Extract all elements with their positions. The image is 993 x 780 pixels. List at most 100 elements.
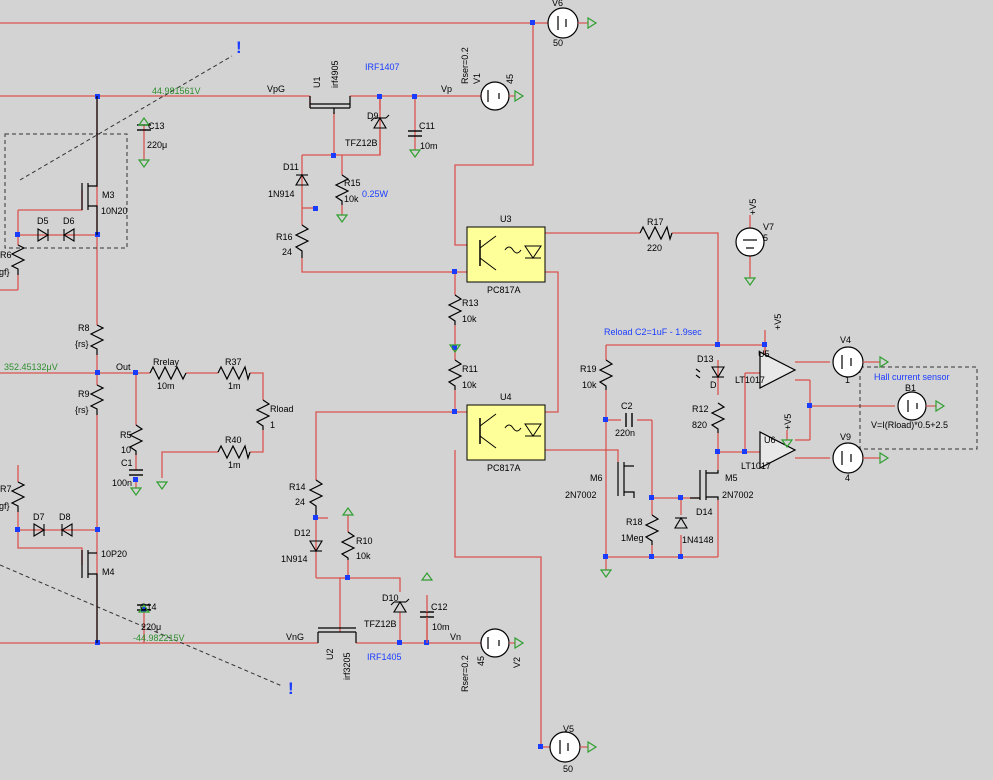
mosfet-m3[interactable] bbox=[81, 96, 98, 235]
label-m5: M5 bbox=[725, 473, 738, 483]
ground-icon bbox=[780, 439, 794, 449]
m3-group-box bbox=[4, 133, 128, 249]
resistor-r16[interactable] bbox=[294, 224, 310, 258]
resistor-r5[interactable] bbox=[128, 424, 144, 455]
label-v4: V4 bbox=[840, 335, 851, 345]
label-r5: R5 bbox=[120, 430, 132, 440]
diode-d7[interactable] bbox=[33, 523, 46, 537]
resistor-rrelay[interactable] bbox=[149, 365, 187, 381]
label-u4: U4 bbox=[500, 392, 512, 402]
resistor-r11[interactable] bbox=[447, 359, 463, 390]
diode-d11[interactable] bbox=[295, 173, 309, 186]
label-r11: R11 bbox=[462, 364, 478, 374]
junction bbox=[412, 94, 417, 99]
label-c1-value: 100n bbox=[112, 478, 132, 488]
resistor-r18[interactable] bbox=[644, 514, 660, 545]
diode-d5[interactable] bbox=[37, 228, 50, 242]
dashed-annotations bbox=[0, 55, 978, 687]
directive-irf1405: IRF1405 bbox=[367, 652, 402, 662]
label-r15: R15 bbox=[344, 178, 361, 188]
spice-directive-marker[interactable]: ! bbox=[288, 679, 294, 698]
resistor-r15[interactable] bbox=[334, 174, 350, 205]
voltage-source-v2[interactable] bbox=[480, 628, 510, 658]
comparator-u5[interactable] bbox=[759, 351, 797, 389]
resistor-r19[interactable] bbox=[598, 359, 614, 390]
junction bbox=[742, 449, 747, 454]
voltage-source-v9[interactable] bbox=[832, 442, 864, 474]
wire bbox=[333, 96, 381, 156]
mosfet-u1[interactable] bbox=[309, 96, 351, 114]
resistor-r8[interactable] bbox=[89, 324, 105, 355]
directive-hall-expr: V=I(Rload)*0.5+2.5 bbox=[871, 420, 948, 430]
label-u3-value: PC817A bbox=[487, 285, 521, 295]
mosfet-u2[interactable] bbox=[317, 627, 357, 643]
resistor-r37[interactable] bbox=[217, 365, 251, 382]
mosfet-m4[interactable] bbox=[81, 550, 98, 643]
directive-r15-power: 0.25W bbox=[362, 189, 389, 199]
net-label-vng: VnG bbox=[286, 632, 304, 642]
mosfet-m6[interactable] bbox=[617, 462, 635, 498]
resistor-r10[interactable] bbox=[340, 531, 356, 560]
resistor-r13[interactable] bbox=[447, 294, 463, 325]
resistor-r40[interactable] bbox=[217, 444, 251, 461]
resistor-r12[interactable] bbox=[710, 402, 726, 433]
resistor-rload[interactable] bbox=[255, 399, 271, 430]
capacitor-c12[interactable] bbox=[420, 595, 434, 643]
junction bbox=[452, 345, 457, 350]
capacitor-c2[interactable] bbox=[625, 413, 633, 427]
optocoupler-u3[interactable] bbox=[466, 226, 546, 283]
wire bbox=[606, 344, 766, 360]
label-r12: R12 bbox=[692, 404, 709, 414]
source-symbols bbox=[487, 16, 936, 754]
comparator-u6[interactable] bbox=[759, 431, 797, 469]
junction bbox=[603, 417, 608, 422]
spice-directive-marker[interactable]: ! bbox=[236, 38, 242, 57]
label-r19-value: 10k bbox=[582, 380, 597, 390]
label-c12-value: 10m bbox=[432, 622, 450, 632]
behavioral-source-b1[interactable] bbox=[897, 391, 927, 421]
optocoupler-u4[interactable] bbox=[466, 404, 546, 461]
label-m3: M3 bbox=[102, 190, 115, 200]
label-m6: M6 bbox=[590, 473, 603, 483]
diode-d6[interactable] bbox=[62, 228, 75, 242]
label-r10: R10 bbox=[356, 536, 373, 546]
diode-d12[interactable] bbox=[309, 540, 323, 553]
label-d14-value: 1N4148 bbox=[682, 535, 714, 545]
resistor-r14[interactable] bbox=[308, 479, 324, 515]
wire bbox=[250, 372, 264, 400]
junction bbox=[452, 409, 457, 414]
voltage-source-v6[interactable] bbox=[547, 7, 579, 39]
diode-d14[interactable] bbox=[674, 516, 688, 529]
label-d5: D5 bbox=[37, 216, 49, 226]
mosfet-m5[interactable] bbox=[690, 470, 719, 500]
label-u4-value: PC817A bbox=[487, 463, 521, 473]
diode-d9[interactable] bbox=[370, 114, 390, 129]
label-r40: R40 bbox=[225, 435, 242, 445]
label-r7: R7 bbox=[0, 484, 12, 494]
resistor-r6[interactable] bbox=[10, 244, 26, 275]
resistor-r17[interactable] bbox=[639, 225, 673, 242]
label-v2-value: 45 bbox=[476, 656, 486, 666]
capacitor-c1[interactable] bbox=[129, 469, 143, 476]
label-d8: D8 bbox=[59, 512, 71, 522]
resistor-r9[interactable] bbox=[89, 384, 105, 415]
label-v7: V7 bbox=[763, 222, 774, 232]
voltage-source-v4[interactable] bbox=[832, 346, 864, 378]
junction bbox=[715, 449, 720, 454]
diode-d8[interactable] bbox=[60, 523, 73, 537]
label-u1: U1 bbox=[312, 76, 322, 88]
voltage-source-v1[interactable] bbox=[480, 81, 510, 111]
label-rload-value: 1 bbox=[270, 420, 275, 430]
capacitor-c11[interactable] bbox=[408, 130, 422, 137]
label-m4: M4 bbox=[102, 567, 115, 577]
voltage-source-v5[interactable] bbox=[549, 731, 581, 763]
resistor-r7[interactable] bbox=[10, 481, 26, 512]
label-r18-value: 1Meg bbox=[621, 533, 644, 543]
voltage-source-v7[interactable] bbox=[735, 227, 765, 257]
diode-d10[interactable] bbox=[390, 598, 410, 613]
label-c13-value: 220μ bbox=[147, 140, 167, 150]
diode-d13[interactable] bbox=[695, 366, 725, 379]
plus-v5-label-v7: +V5 bbox=[748, 199, 758, 215]
wire bbox=[18, 190, 83, 211]
